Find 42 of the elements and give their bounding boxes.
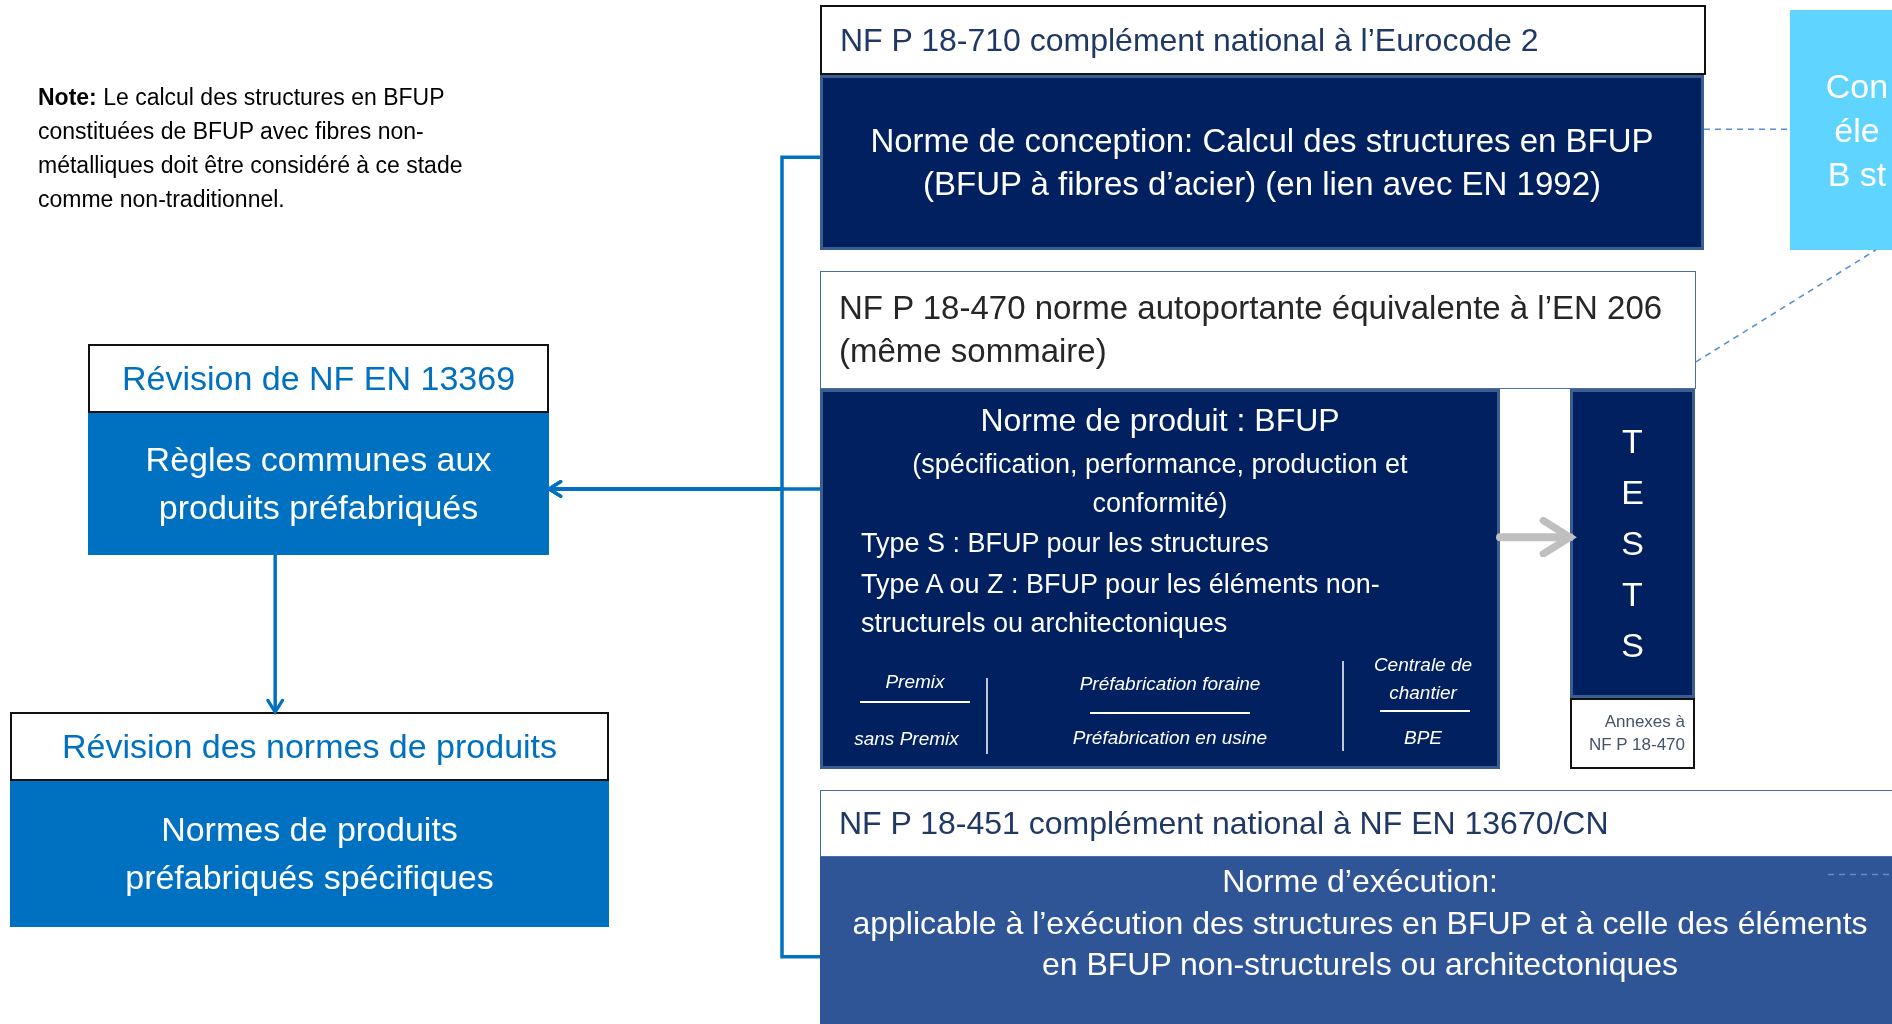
box-text: applicable à l’exécution des structures en BFUP et à celle des éléments en BFUP non-structurels ou architectoniques xyxy=(851,903,1869,985)
box-text: Type S : BFUP pour les structures xyxy=(861,527,1270,560)
box-text: (spécification, performance, production et conformité) xyxy=(911,448,1409,520)
process-box xyxy=(820,857,1892,1024)
box-title: Norme de produit : BFUP xyxy=(979,401,1341,440)
box-text: Révision de NF EN 13369 xyxy=(121,358,516,399)
connector-line xyxy=(1695,249,1877,363)
box-text: NF P 18-451 complément national à NF EN 13670/CN xyxy=(839,804,1609,843)
box-text: Centrale de chantier xyxy=(1372,653,1474,705)
box-text: sans Premix xyxy=(853,727,960,751)
box-text: Premix xyxy=(884,670,946,694)
box-text: Type A ou Z : BFUP pour les éléments non-structurels ou architectoniques xyxy=(861,568,1381,640)
box-text: NF P 18-710 complément national à l’Eurocode 2 xyxy=(840,20,1539,60)
box-text: Normes de produits préfabriqués spécifiques xyxy=(124,809,495,898)
header-box xyxy=(820,5,1706,75)
process-box xyxy=(10,781,609,927)
box-text: Préfabrication foraine xyxy=(1078,672,1262,696)
box-text: BPE xyxy=(1403,726,1443,750)
box-text: Annexes à NF P 18-470 xyxy=(1587,710,1685,756)
box-text: Norme de conception: Calcul des structures en BFUP (BFUP à fibres d’acier) (en lien avec EN 1992) xyxy=(869,120,1655,204)
note-text: Note: Le calcul des structures en BFUP constituées de BFUP avec fibres non-métalliques doit être considéré à ce stade comme non-traditionnel. xyxy=(38,83,464,214)
header-box xyxy=(10,712,609,781)
process-box xyxy=(820,75,1704,250)
box-text: Révision des normes de produits xyxy=(61,726,558,767)
arrow xyxy=(1496,516,1574,558)
arrow xyxy=(266,555,285,714)
box-text: NF P 18-470 norme autoportante équivalente à l’EN 206 (même sommaire) xyxy=(839,288,1664,371)
note-box xyxy=(1570,698,1695,769)
connector-line xyxy=(1827,873,1892,876)
box-text: Con éle B st xyxy=(1825,65,1889,196)
box-text: Règles communes aux produits préfabriqués xyxy=(144,439,493,528)
box-title: Norme d’exécution: xyxy=(1222,862,1498,901)
process-box xyxy=(820,389,1500,769)
box-text: Préfabrication en usine xyxy=(1071,726,1269,750)
arrow xyxy=(547,480,820,959)
header-box xyxy=(820,790,1892,857)
process-box xyxy=(1790,10,1892,250)
process-box xyxy=(88,413,549,555)
header-box xyxy=(820,271,1696,389)
header-box xyxy=(88,344,549,413)
process-box xyxy=(1570,389,1695,698)
box-text: TESTS xyxy=(1620,421,1645,666)
